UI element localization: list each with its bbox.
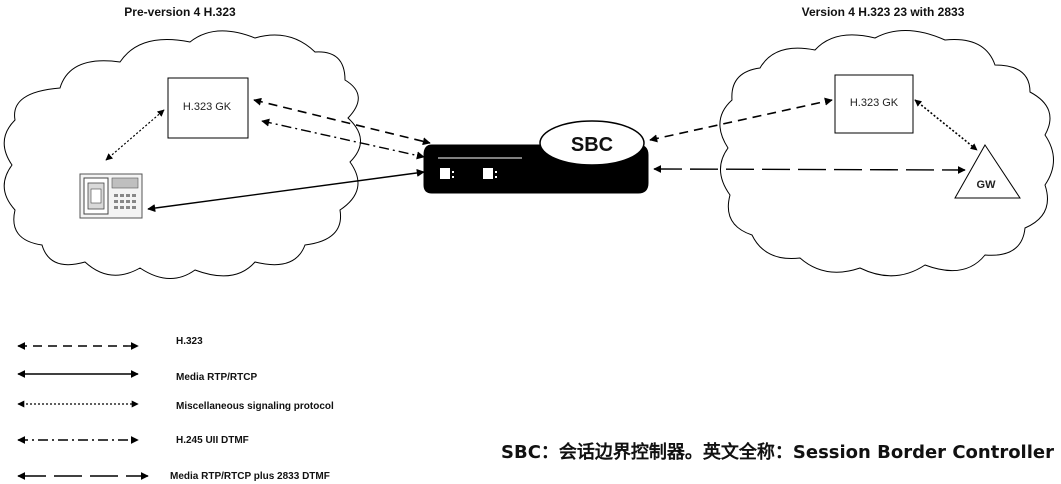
connector-phone-to-sbc-media — [147, 168, 425, 213]
connector-phone-to-left-gk-misc — [105, 109, 165, 161]
connector-right-gk-to-gateway-misc — [914, 99, 978, 151]
legend-label-h323: H.323 — [176, 336, 203, 347]
legend-label-media-2833: Media RTP/RTCP plus 2833 DTMF — [170, 471, 330, 482]
gateway-triangle — [954, 144, 1021, 199]
right-gatekeeper-label: H.323 GK — [850, 97, 899, 109]
legend-label-media: Media RTP/RTCP — [176, 372, 257, 383]
left-gatekeeper-box — [167, 77, 249, 139]
right-network-cloud — [719, 29, 1054, 277]
connector-sbc-to-gateway-media-2833 — [653, 165, 966, 174]
ip-phone-icon — [79, 173, 143, 219]
legend-label-misc: Miscellaneous signaling protocol — [176, 401, 334, 412]
left-gatekeeper-label: H.323 GK — [183, 101, 232, 113]
sbc-device — [423, 120, 649, 194]
left-network-title: Pre-version 4 H.323 — [124, 5, 236, 19]
connector-left-gk-to-sbc-h245 — [261, 118, 425, 160]
right-network-title: Version 4 H.323 23 with 2833 — [802, 5, 965, 19]
gateway-label: GW — [977, 179, 997, 191]
sbc-definition-note: SBC：会话边界控制器。英文全称：Session Border Controll… — [501, 441, 1054, 463]
legend-label-h245: H.245 UII DTMF — [176, 435, 249, 446]
left-network-cloud — [3, 30, 361, 279]
sbc-label: SBC — [571, 134, 613, 156]
legend: H.323 Media RTP/RTCP Miscellaneous signa… — [17, 336, 334, 482]
connector-sbc-to-right-gk-h323 — [649, 97, 833, 143]
right-gatekeeper-box — [834, 74, 914, 134]
